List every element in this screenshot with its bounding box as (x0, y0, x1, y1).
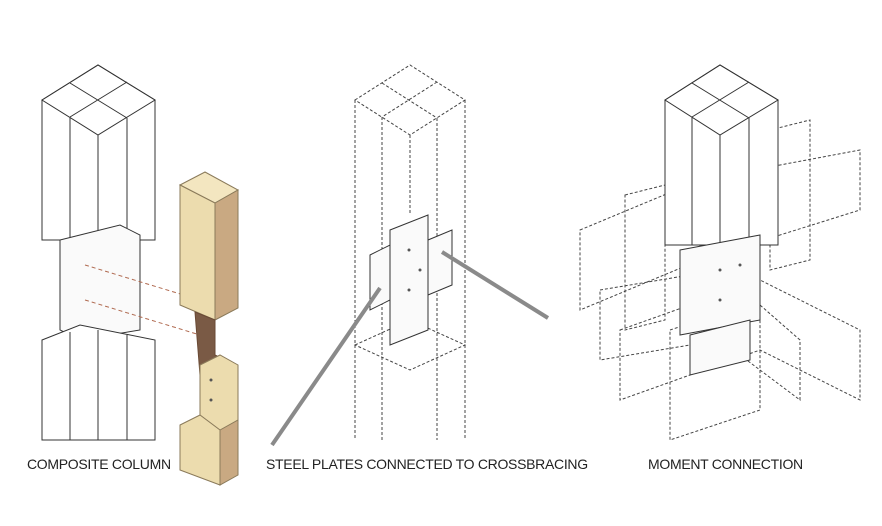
wood-column (178, 171, 240, 486)
label-composite-column: COMPOSITE COLUMN (27, 456, 171, 472)
composite-column-outline (41, 64, 201, 441)
label-moment-connection: MOMENT CONNECTION (648, 456, 803, 472)
label-steel-plates: STEEL PLATES CONNECTED TO CROSSBRACING (266, 456, 588, 472)
moment-connection (579, 64, 861, 441)
crossbrace-right (440, 250, 550, 320)
crossbrace-left (270, 286, 382, 447)
steel-plate-column (270, 64, 550, 447)
